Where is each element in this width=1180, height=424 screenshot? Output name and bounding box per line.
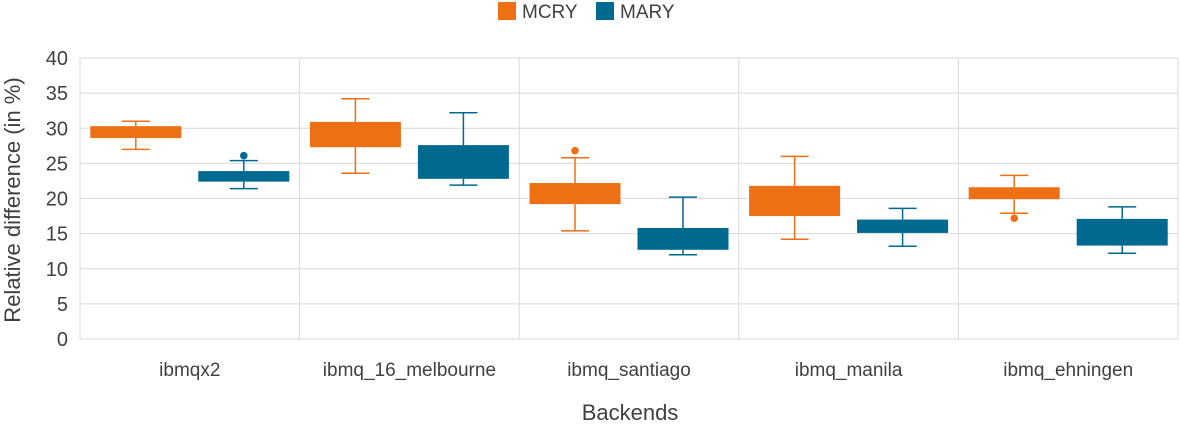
box-iqr bbox=[529, 183, 621, 205]
x-axis-title: Backends bbox=[582, 400, 679, 424]
y-tick-label: 30 bbox=[46, 118, 68, 140]
x-category-label: ibmqx2 bbox=[159, 360, 220, 381]
box-mary-ibmq_16_melbourne bbox=[417, 112, 509, 186]
x-category-label: ibmq_santiago bbox=[567, 360, 691, 381]
box-mcry-ibmqx2 bbox=[90, 120, 182, 151]
outlier-point bbox=[1010, 214, 1018, 222]
outlier-point bbox=[240, 151, 248, 160]
box-mcry-ibmq_16_melbourne bbox=[309, 97, 401, 174]
x-category-label: ibmq_16_melbourne bbox=[323, 360, 496, 381]
x-category-label: ibmq_ehningen bbox=[1003, 360, 1133, 381]
x-category-label: ibmq_manila bbox=[795, 360, 903, 381]
y-tick-label: 0 bbox=[57, 329, 68, 351]
y-axis-ticks: 0 5 10 15 20 25 30 35 40 bbox=[46, 48, 68, 351]
y-tick-label: 35 bbox=[46, 83, 68, 105]
legend: MCRY MARY bbox=[498, 2, 675, 23]
y-tick-label: 40 bbox=[46, 48, 68, 70]
outlier-point bbox=[571, 146, 579, 155]
box-mary-ibmq_santiago bbox=[637, 196, 729, 256]
box-iqr bbox=[1076, 218, 1168, 246]
grid bbox=[79, 57, 1179, 340]
box-mcry-ibmq_ehningen bbox=[968, 174, 1060, 222]
y-tick-label: 20 bbox=[46, 189, 68, 211]
legend-swatch-mcry bbox=[498, 2, 516, 20]
legend-label-mcry: MCRY bbox=[522, 2, 578, 23]
box-iqr bbox=[749, 185, 841, 217]
y-tick-label: 15 bbox=[46, 224, 68, 246]
box-mcry-ibmq_manila bbox=[749, 155, 841, 240]
legend-swatch-mary bbox=[596, 2, 614, 20]
box-iqr bbox=[417, 145, 509, 179]
y-tick-label: 10 bbox=[46, 259, 68, 281]
box-mary-ibmqx2 bbox=[198, 151, 290, 190]
legend-label-mary: MARY bbox=[620, 2, 675, 23]
box-mcry-ibmq_santiago bbox=[529, 146, 621, 232]
y-axis-title: Relative difference (in %) bbox=[0, 77, 25, 322]
y-tick-label: 25 bbox=[46, 153, 68, 175]
box-iqr bbox=[968, 187, 1060, 200]
box-mary-ibmq_ehningen bbox=[1076, 206, 1168, 255]
boxes bbox=[90, 97, 1168, 256]
x-axis-category-labels: ibmqx2 ibmq_16_melbourne ibmq_santiago ibmq… bbox=[159, 360, 1133, 381]
box-mary-ibmq_manila bbox=[857, 207, 949, 248]
box-iqr bbox=[637, 228, 729, 250]
y-tick-label: 5 bbox=[57, 294, 68, 316]
